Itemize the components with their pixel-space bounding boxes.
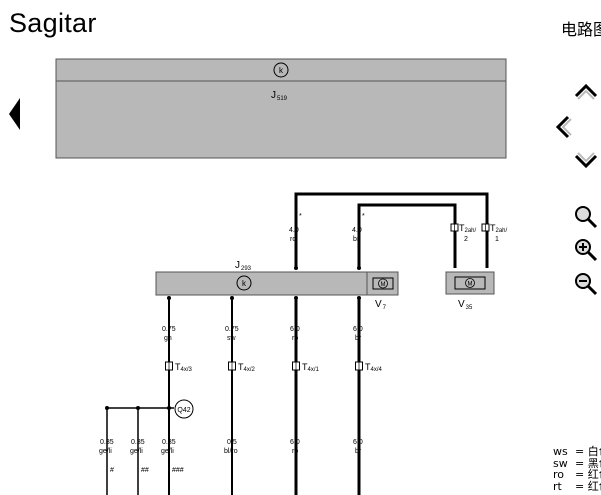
wire-mid-3-color: ro bbox=[292, 335, 298, 342]
wire-bottom-5-size: 6.0 bbox=[290, 439, 300, 446]
wire-bottom-5-color: ro bbox=[292, 448, 298, 455]
wire-bottom-2-size: 0.35 bbox=[131, 439, 145, 446]
wire-top-1-color: ro bbox=[290, 236, 296, 243]
component-v7-label: V7 bbox=[375, 299, 387, 311]
wire-mid-1-color: gn bbox=[164, 335, 172, 342]
connector-t4x-3-label: T4x/3 bbox=[175, 362, 193, 373]
junction-q42[interactable] bbox=[174, 399, 194, 419]
connector-t4x-2-label: T4x/2 bbox=[238, 362, 256, 373]
wire-mid-2-size: 0.75 bbox=[225, 326, 239, 333]
connector-t2ah-2-label: T2ah/ bbox=[459, 223, 477, 234]
connector-t2ah-2[interactable] bbox=[450, 223, 459, 232]
zoom-out-icon[interactable] bbox=[572, 270, 600, 298]
wire-top-2-mark: * bbox=[362, 213, 365, 220]
motor-icon: M bbox=[454, 276, 486, 290]
magnifier-icon[interactable] bbox=[572, 203, 600, 231]
ecu-icon: k bbox=[273, 62, 289, 78]
component-v35-label: V35 bbox=[458, 299, 473, 311]
toolbar bbox=[555, 78, 601, 308]
module-j293[interactable] bbox=[155, 271, 399, 296]
ecu-icon: k bbox=[236, 275, 252, 291]
wire-bottom-2-mark: ## bbox=[141, 467, 149, 474]
svg-text:M: M bbox=[468, 282, 473, 288]
wire-bottom-1-mark: # bbox=[110, 467, 114, 474]
wire-bottom-6-color: br bbox=[355, 448, 362, 455]
wire-bottom-1-color: ge/li bbox=[99, 448, 112, 455]
wire-mid-3-size: 6.0 bbox=[290, 326, 300, 333]
connector-t2ah-2-pin: 2 bbox=[464, 236, 468, 243]
junction-dots bbox=[105, 406, 171, 410]
module-j519[interactable] bbox=[55, 58, 507, 159]
wire-mid-2-color: sw bbox=[227, 335, 237, 342]
lower-wires bbox=[106, 298, 361, 495]
wire-bottom-3-mark: ### bbox=[172, 467, 184, 474]
chevron-down-icon[interactable] bbox=[572, 146, 600, 174]
connector-t4x-2[interactable] bbox=[228, 361, 236, 371]
color-legend: ws= 白色 sw= 黑色 ro= 红色 rt= 红色 bbox=[553, 446, 601, 492]
connector-t2ah-1-label: T2ah/ bbox=[490, 223, 508, 234]
junction-q42-label: Q42 bbox=[177, 407, 190, 414]
legend-item: ws= 白色 bbox=[553, 445, 601, 458]
connector-t4x-1[interactable] bbox=[292, 361, 300, 371]
connector-t2ah-1-pin: 1 bbox=[495, 236, 499, 243]
wire-top-2-size: 4.0 bbox=[352, 227, 362, 234]
module-j519-label: J519 bbox=[271, 90, 288, 102]
legend-item: rt= 红色 bbox=[553, 479, 601, 493]
svg-text:k: k bbox=[279, 66, 284, 75]
svg-text:k: k bbox=[242, 279, 247, 288]
wire-mid-1-size: 0.75 bbox=[162, 326, 176, 333]
wire-bottom-3-size: 0.35 bbox=[162, 439, 176, 446]
wire-mid-4-color: br bbox=[355, 335, 362, 342]
connector-t2ah-1[interactable] bbox=[481, 223, 490, 232]
wire-bottom-1-size: 0.35 bbox=[100, 439, 114, 446]
legend-item: ro= 红色 bbox=[553, 468, 601, 481]
chevron-left-icon[interactable] bbox=[550, 113, 578, 141]
motor-icon: M bbox=[372, 277, 394, 290]
wire-top-2-color: br bbox=[353, 236, 360, 243]
zoom-in-icon[interactable] bbox=[572, 236, 600, 264]
page-title: Sagitar bbox=[9, 8, 97, 38]
wire-mid-4-size: 6.0 bbox=[353, 326, 363, 333]
triangle-left-icon[interactable] bbox=[8, 97, 22, 131]
wire-bottom-4-size: 0.5 bbox=[227, 439, 237, 446]
section-label: 电路图 bbox=[561, 20, 601, 39]
svg-text:M: M bbox=[381, 282, 386, 288]
wire-top-1-mark: * bbox=[299, 213, 302, 220]
wire-bottom-3-color: ge/li bbox=[161, 448, 174, 455]
connector-t4x-3[interactable] bbox=[165, 361, 173, 371]
wire-bottom-4-color: bl/ro bbox=[224, 448, 238, 455]
connector-t4x-1-label: T4x/1 bbox=[302, 362, 320, 373]
wire-top-1-size: 4.0 bbox=[289, 227, 299, 234]
connector-t4x-4[interactable] bbox=[355, 361, 363, 371]
chevron-up-icon[interactable] bbox=[572, 78, 600, 106]
legend-item: sw= 黑色 bbox=[553, 456, 601, 470]
module-j293-label: J293 bbox=[235, 260, 252, 272]
wire-bottom-2-color: ge/li bbox=[130, 448, 143, 455]
connector-t4x-4-label: T4x/4 bbox=[365, 362, 383, 373]
wire-bottom-6-size: 6.0 bbox=[353, 439, 363, 446]
